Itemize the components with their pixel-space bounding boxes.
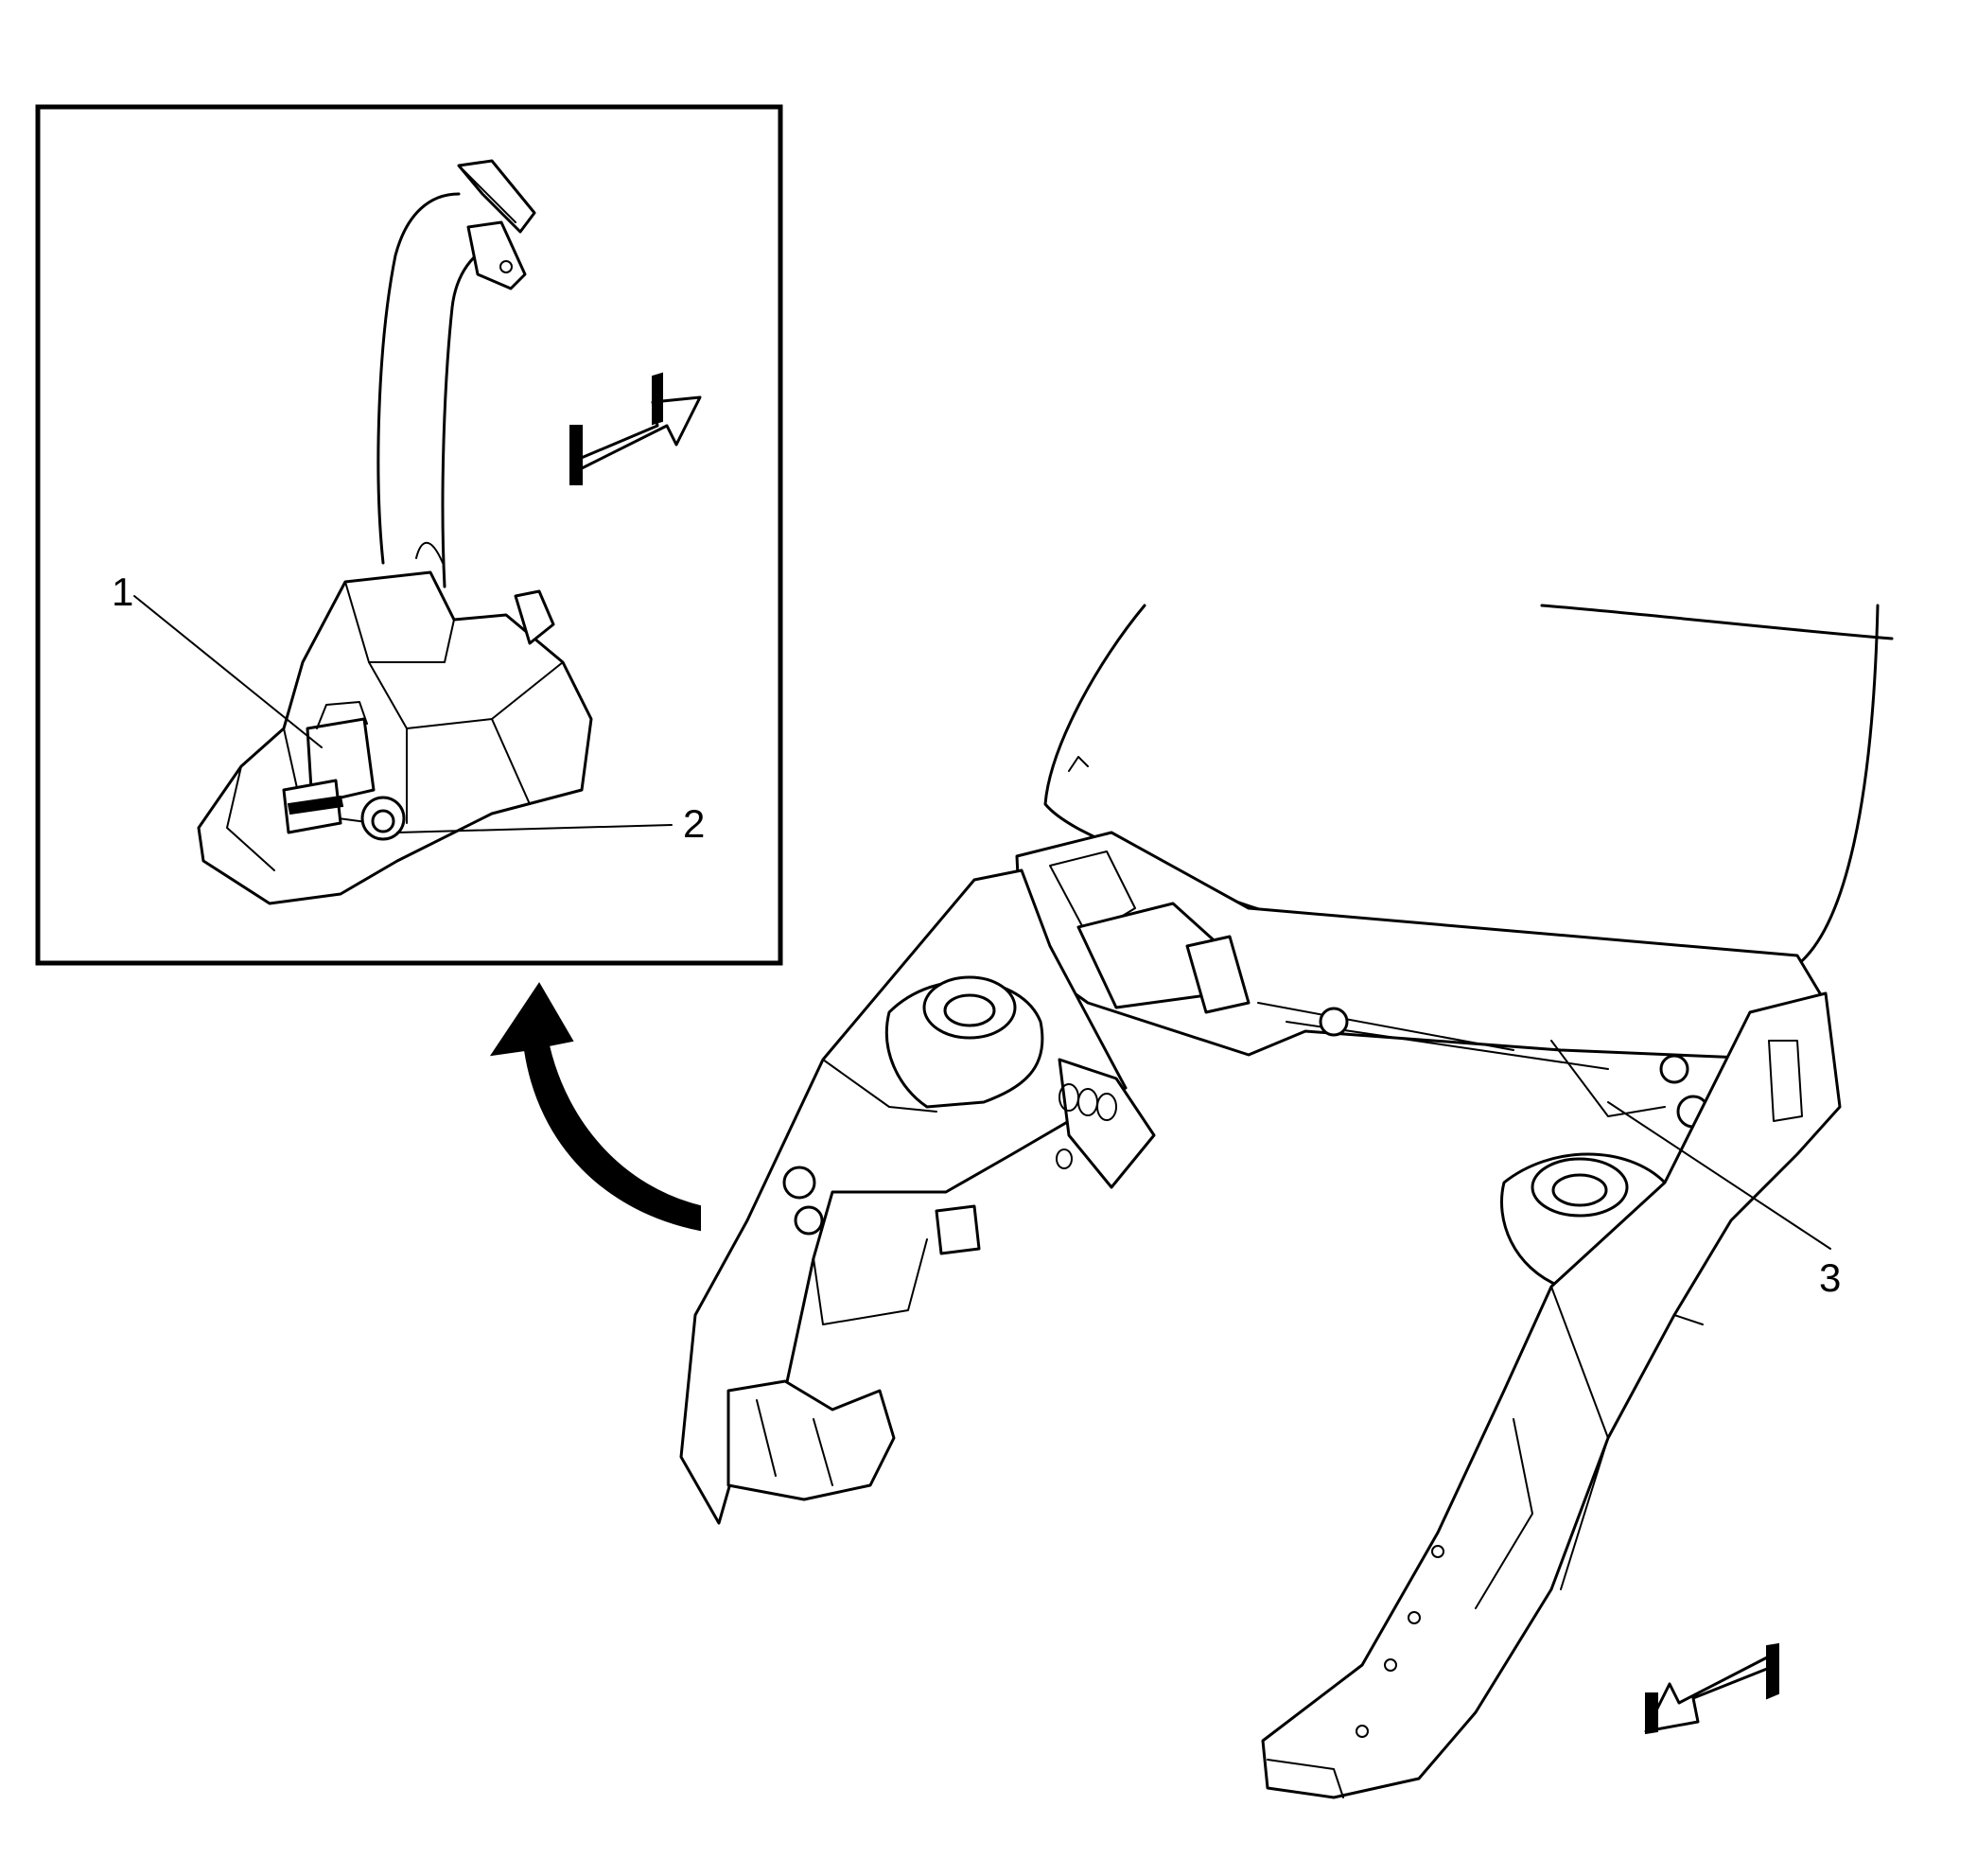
callout-3-label: 3 xyxy=(1819,1255,1841,1300)
callout-2-leader xyxy=(396,824,673,833)
washer-pump xyxy=(282,701,376,834)
callout-1-label: 1 xyxy=(112,570,133,614)
fluid-level-sensor xyxy=(360,796,406,841)
arrow-rearward-icon xyxy=(1644,1642,1779,1735)
vehicle-front-structure: 3 xyxy=(679,604,1894,1799)
callout-3-leader xyxy=(1607,1101,1831,1250)
callout-2-label: 2 xyxy=(683,801,705,846)
arrow-forward-icon xyxy=(569,372,702,485)
callout-1-leader xyxy=(133,595,323,748)
filler-neck xyxy=(376,159,536,588)
curved-detail-arrow-icon xyxy=(489,982,701,1232)
detail-inset: 1 2 xyxy=(35,104,783,966)
